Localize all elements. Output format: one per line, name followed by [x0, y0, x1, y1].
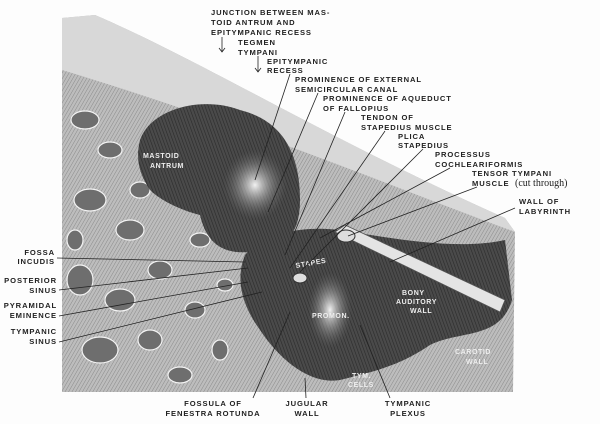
tegmen-surface	[62, 15, 515, 232]
label-labyrinth-1: WALL OF	[519, 197, 559, 206]
mastoid-air-cells	[66, 110, 234, 384]
label-mastoid-antrum-1: MASTOID	[143, 153, 179, 160]
label-tym-cells-1: TYM.	[352, 373, 371, 380]
label-labyrinth-2: LABYRINTH	[519, 207, 571, 216]
label-pyramidal-1: PYRAMIDAL	[4, 301, 57, 310]
label-posterior-sinus-1: POSTERIOR	[4, 276, 57, 285]
label-fossula-1: FOSSULA OF	[184, 399, 242, 408]
label-epitympanic-2: RECESS	[267, 66, 304, 75]
label-junction-3: EPITYMPANIC RECESS	[211, 28, 312, 37]
label-junction-1: JUNCTION BETWEEN MAS-	[211, 8, 330, 17]
label-ext-canal-1: PROMINENCE OF EXTERNAL	[295, 75, 422, 84]
label-tympanic-sinus-2: SINUS	[29, 337, 57, 346]
label-jugular-1: JUGULAR	[285, 399, 328, 408]
label-posterior-sinus-2: SINUS	[29, 286, 57, 295]
promontory	[308, 272, 352, 348]
label-fossula-2: FENESTRA ROTUNDA	[165, 409, 260, 418]
leader-lines	[56, 37, 516, 399]
label-tensor-1: TENSOR TYMPANI	[472, 169, 552, 178]
label-tegmen-2: TYMPANI	[238, 48, 278, 57]
label-pyramidal-2: EMINENCE	[10, 311, 57, 320]
label-cut-through: (cut through)	[515, 178, 568, 189]
label-tendon-1: TENDON OF	[361, 113, 414, 122]
label-bony-wall-2: AUDITORY	[396, 299, 437, 306]
label-tendon-2: STAPEDIUS MUSCLE	[361, 123, 452, 132]
label-carotid-wall-2: WALL	[466, 359, 488, 366]
label-plexus-1: TYMPANIC	[385, 399, 431, 408]
label-bony-wall-3: WALL	[410, 308, 432, 315]
label-plica-2: STAPEDIUS	[398, 141, 449, 150]
label-tympanic-sinus-1: TYMPANIC	[11, 327, 57, 336]
label-processus-2: COCHLEARIFORMIS	[435, 160, 523, 169]
label-carotid-wall-1: CAROTID	[455, 349, 491, 356]
label-promontory: PROMON.	[312, 313, 350, 320]
label-mastoid-antrum-2: ANTRUM	[150, 163, 184, 170]
label-jugular-2: WALL	[294, 409, 319, 418]
label-tensor-2: MUSCLE	[472, 179, 509, 188]
label-plica-1: PLICA	[398, 132, 425, 141]
tympanic-cavity	[240, 228, 512, 381]
label-tym-cells-2: CELLS	[348, 382, 374, 389]
label-junction-2: TOID ANTRUM AND	[211, 18, 296, 27]
label-fossa-incudis-2: INCUDIS	[17, 257, 55, 266]
label-fallopius-2: OF FALLOPIUS	[323, 104, 389, 113]
label-bony-wall-1: BONY	[402, 290, 425, 297]
label-fossa-incudis-1: FOSSA	[24, 248, 55, 257]
label-epitympanic-1: EPITYMPANIC	[267, 57, 328, 66]
label-plexus-2: PLEXUS	[390, 409, 426, 418]
label-ext-canal-2: SEMICIRCULAR CANAL	[295, 85, 398, 94]
tensor-tympani-canal	[334, 224, 506, 313]
label-fallopius-1: PROMINENCE OF AQUEDUCT	[323, 94, 452, 103]
label-tegmen-1: TEGMEN	[238, 38, 276, 47]
label-processus-1: PROCESSUS	[435, 150, 491, 159]
